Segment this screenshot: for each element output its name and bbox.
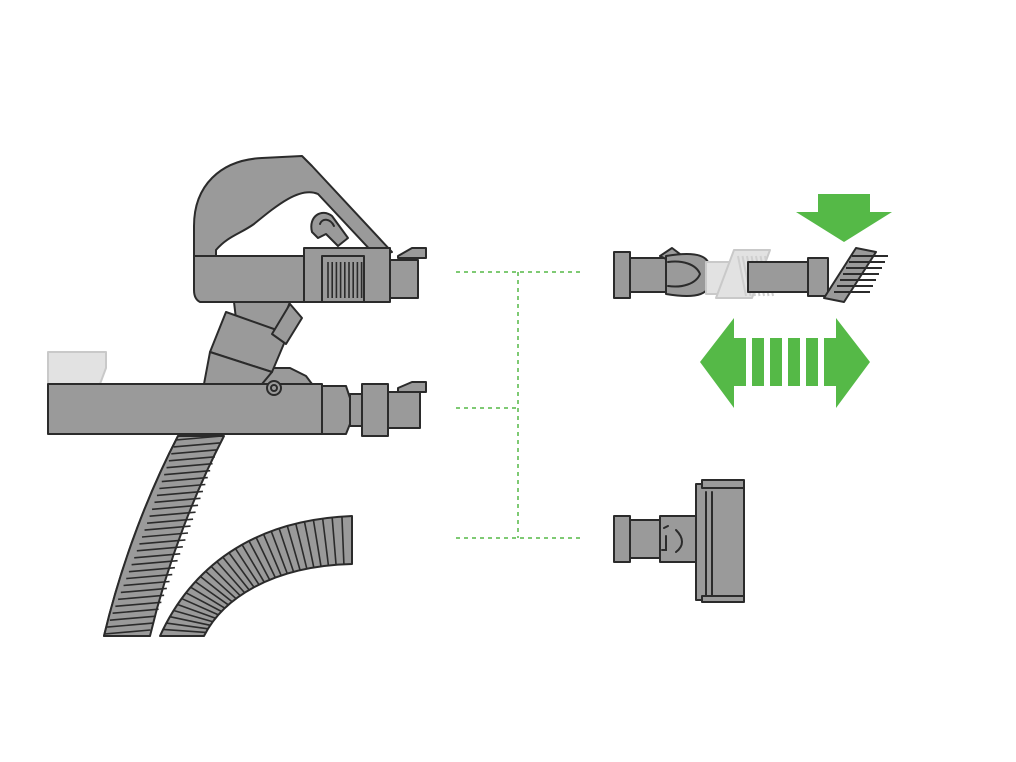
flexible-hose [159,515,353,637]
connector-lines [456,271,580,539]
floor-tool-ghost [47,351,107,385]
main-hose [103,435,225,637]
mini-turbine-tool [613,479,745,603]
green-double-arrow [700,318,870,408]
extension-wand [47,351,427,437]
green-down-arrow [796,194,892,242]
combination-tool [613,247,888,303]
power-switch [321,255,365,303]
handle-with-trigger [193,155,427,385]
lock-icon [661,525,683,553]
clip-button [266,380,282,396]
